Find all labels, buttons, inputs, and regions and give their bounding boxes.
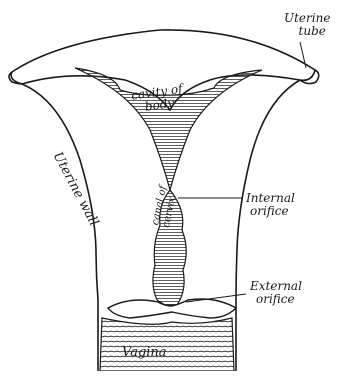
label-vagina: Vagina	[122, 346, 167, 359]
vagina-rugae	[100, 318, 234, 371]
label-external-orifice: External orifice	[250, 280, 302, 306]
label-internal-orifice-line2: orifice	[246, 205, 295, 218]
label-uterine-tube: Uterine tube	[284, 12, 330, 38]
label-uterine-tube-line2: tube	[284, 25, 330, 38]
label-external-orifice-line2: orifice	[250, 293, 302, 306]
uterine-wall-right-outline	[236, 80, 300, 371]
label-internal-orifice: Internal orifice	[246, 192, 295, 218]
